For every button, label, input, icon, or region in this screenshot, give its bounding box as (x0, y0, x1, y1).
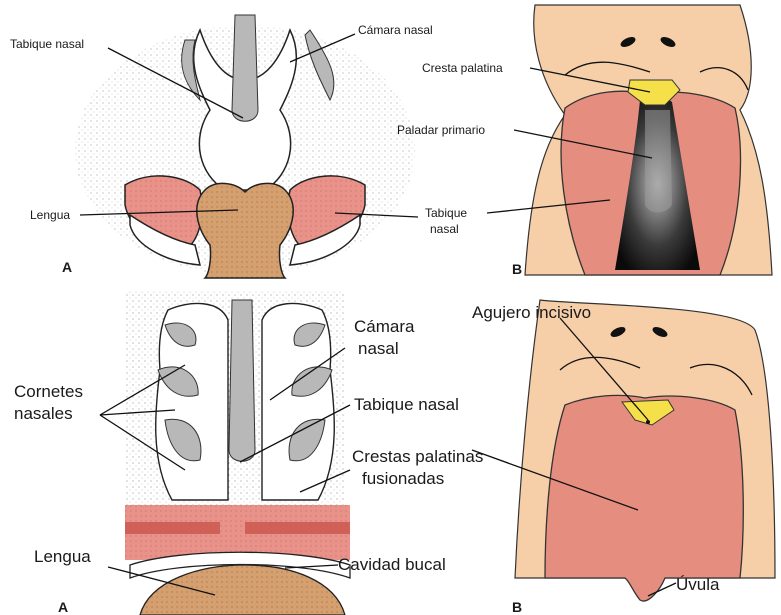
label-lengua: Lengua (30, 208, 70, 222)
label-tabique-line2: nasal (430, 222, 459, 236)
panel-letter-b-top: B (512, 261, 522, 277)
panel-bottom-left: Cámara nasal Cornetes nasales Tabique na… (14, 290, 483, 615)
primary-palate-strip (645, 110, 672, 213)
fused-palate-surface (545, 395, 743, 601)
label-camara-line2: nasal (358, 339, 399, 358)
label-cresta-palatina: Cresta palatina (422, 61, 503, 75)
panel-top-left: Tabique nasal Cámara nasal Lengua A (10, 15, 433, 278)
label-crestas-line1: Crestas palatinas (352, 447, 483, 466)
tongue-bottom (140, 565, 345, 615)
nasal-septum (232, 15, 258, 121)
label-agujero-incisivo: Agujero incisivo (472, 303, 591, 322)
incisive-foramen (646, 420, 650, 424)
label-cornetes-line2: nasales (14, 404, 73, 423)
label-cornetes-line1: Cornetes (14, 382, 83, 401)
label-tabique-nasal-bottom: Tabique nasal (354, 395, 459, 414)
palate-seam-right (245, 522, 350, 534)
panel-bottom-right: Agujero incisivo Úvula B (472, 300, 775, 615)
septum (229, 300, 255, 461)
label-paladar-primario: Paladar primario (397, 123, 485, 137)
label-tabique-nasal: Tabique nasal (10, 37, 84, 51)
label-uvula: Úvula (676, 575, 720, 594)
panel-letter-b-bottom: B (512, 599, 522, 615)
panel-top-right: Cresta palatina Paladar primario Tabique… (397, 5, 772, 277)
panel-letter-a-top: A (62, 259, 72, 275)
label-camara-line1: Cámara (354, 317, 415, 336)
label-camara-nasal: Cámara nasal (358, 23, 433, 37)
label-cavidad-bucal: Cavidad bucal (338, 555, 446, 574)
label-tabique-line1: Tabique (425, 206, 467, 220)
label-lengua-bottom: Lengua (34, 547, 91, 566)
palate-seam-left (125, 522, 220, 534)
tongue (197, 183, 293, 278)
label-crestas-line2: fusionadas (362, 469, 444, 488)
panel-letter-a-bottom: A (58, 599, 68, 615)
